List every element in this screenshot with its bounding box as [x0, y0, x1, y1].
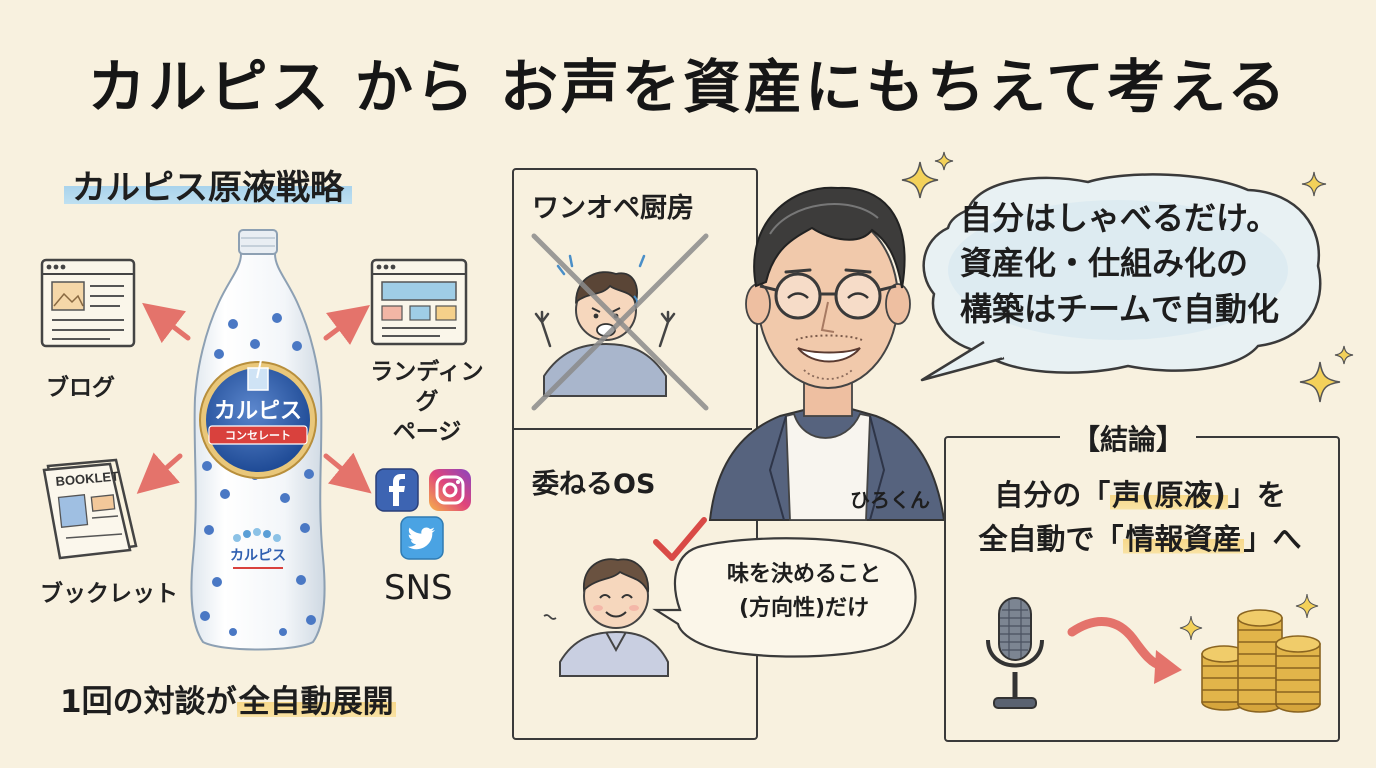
conclusion-line-2-b: 」へ	[1243, 521, 1302, 556]
panel-divider	[514, 428, 752, 430]
conclusion-line-1-highlight: 声(原液)	[1110, 478, 1228, 512]
left-footer-highlight: 全自動展開	[236, 684, 396, 720]
arrow-voice-to-assets	[1067, 617, 1182, 684]
landing-label: ランディング ページ	[370, 359, 484, 445]
sparkle-icon	[1295, 593, 1319, 619]
bottle-ribbon-text: コンセレート	[225, 429, 291, 442]
conclusion-line-1-a: 自分の「	[994, 478, 1111, 512]
delegate-os-label: 委ねるOS	[532, 469, 656, 500]
instagram-icon	[429, 469, 471, 511]
booklet-cover-text: BOOKLET	[55, 469, 120, 489]
conclusion-line-1: 自分の「声(原液)」を	[946, 474, 1334, 518]
conclusion-line-2-a: 全自動で「	[978, 521, 1124, 556]
bottle-small-brand-text: カルピス	[230, 547, 286, 563]
strategy-heading-text: カルピス原液戦略	[64, 168, 352, 208]
sparkle-icon	[1299, 345, 1354, 403]
main-speech-text: 自分はしゃべるだけ。 資産化・仕組み化の 構築はチームで自動化	[960, 199, 1280, 328]
calpis-bottle-illustration: カルピス コンセレート カルピス	[190, 229, 326, 651]
small-speech-bubble	[652, 537, 917, 658]
person-name: ひろくん	[850, 488, 930, 512]
left-footer: 1回の対談が全自動展開	[60, 676, 396, 721]
one-op-kitchen-label: ワンオペ厨房	[532, 193, 694, 224]
conclusion-line-1-b: 」を	[1227, 478, 1286, 512]
coin-stack-right	[1275, 635, 1321, 713]
stressed-person-illustration	[531, 233, 709, 411]
sns-label: SNS	[384, 568, 453, 608]
cloud-speech-bubble	[920, 173, 1322, 382]
small-bubble-text: 味を決めること (方向性)だけ	[726, 562, 881, 622]
landing-page-icon	[370, 258, 468, 346]
sparkle-icon	[901, 151, 954, 199]
coins-icon	[1201, 609, 1321, 713]
conclusion-title: 【結論】	[1060, 418, 1197, 458]
conclusion-line-2: 全自動で「情報資産」へ	[946, 518, 1334, 562]
twitter-icon	[400, 516, 444, 560]
conclusion-body: 自分の「声(原液)」を 全自動で「情報資産」へ	[946, 474, 1334, 561]
booklet-label: ブックレット	[40, 581, 178, 607]
strategy-heading: カルピス原液戦略	[64, 160, 352, 209]
booklet-icon: BOOKLET	[42, 458, 138, 560]
bottle-brand-text: カルピス	[214, 398, 302, 423]
arrows-to-channels	[136, 302, 372, 494]
person-portrait-illustration	[708, 186, 946, 521]
blog-page-icon	[40, 258, 136, 348]
sparkle-icon	[1179, 615, 1203, 641]
checkmark-icon	[653, 517, 707, 561]
microphone-icon	[986, 597, 1044, 709]
facebook-icon	[375, 468, 419, 512]
relaxed-person-illustration	[543, 558, 669, 677]
blog-label: ブログ	[46, 375, 115, 401]
bottle-small-logo: カルピス	[230, 528, 286, 569]
left-footer-prefix: 1回の対談が	[60, 684, 237, 720]
page-title: カルピス から お声を資産にもちえて考える	[87, 53, 1289, 121]
sparkle-icon	[1301, 171, 1327, 197]
conclusion-line-2-highlight: 情報資産	[1123, 521, 1244, 556]
